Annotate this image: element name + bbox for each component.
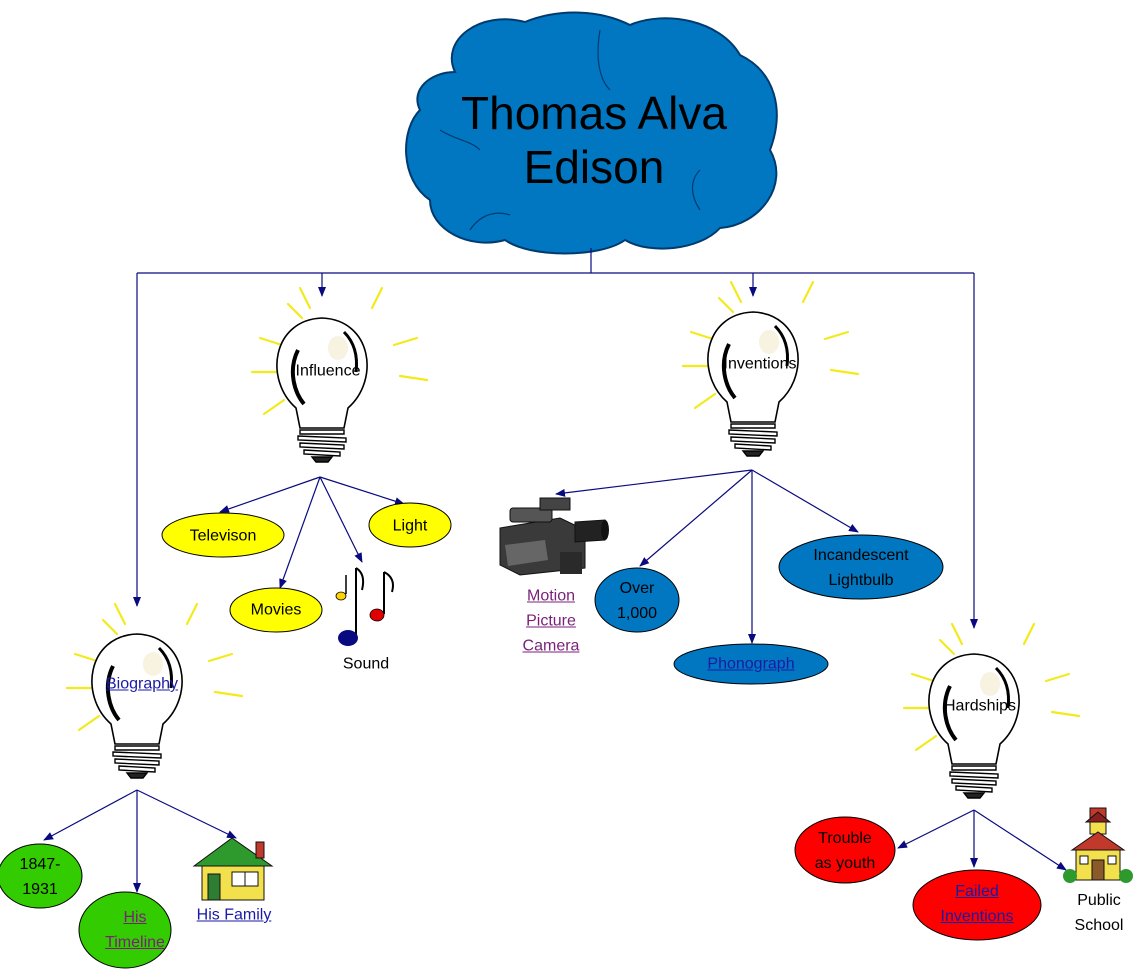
- years-node: [0, 843, 83, 909]
- over-1000-label: Over 1,000: [617, 576, 657, 626]
- hardships-connectors: [897, 809, 1067, 871]
- inventions-label: Inventions: [723, 355, 797, 373]
- biography-link[interactable]: Biography: [105, 675, 179, 693]
- phonograph-node[interactable]: [673, 643, 829, 685]
- failed-node[interactable]: [912, 869, 1042, 941]
- video-camera-icon: [499, 497, 609, 576]
- sound-label: Sound: [342, 655, 390, 673]
- incandescent-node: [778, 534, 944, 600]
- incandescent-line-1: Incandescent: [813, 547, 909, 564]
- timeline-node[interactable]: [78, 891, 172, 969]
- movies-node: [229, 587, 323, 633]
- years-line-2: 1931: [22, 881, 58, 898]
- trouble-node: [794, 816, 896, 884]
- title-line-1: Thomas Alva: [461, 87, 727, 139]
- over-1000-line-2: 1,000: [616, 605, 658, 622]
- movies-label: Movies: [250, 601, 302, 619]
- hardships-label: Hardships: [943, 697, 1017, 715]
- public-school-line-2: School: [1074, 917, 1124, 934]
- failed-inventions-line-1[interactable]: Failed: [955, 883, 999, 900]
- timeline-line-2[interactable]: Timeline: [105, 934, 165, 951]
- top-connectors: [133, 248, 978, 629]
- motion-picture-camera-line-2[interactable]: Picture: [526, 612, 576, 630]
- influence-label: Influence: [295, 362, 361, 380]
- his-family-link[interactable]: His Family: [196, 906, 272, 924]
- incandescent-label: Incandescent Lightbulb: [813, 543, 908, 593]
- biography-connectors: [43, 789, 237, 893]
- public-school-line-1: Public: [1077, 892, 1121, 909]
- trouble-label: Trouble as youth: [815, 826, 875, 876]
- television-label: Televison: [189, 527, 257, 545]
- school-icon: [1063, 807, 1133, 883]
- television-node: [161, 512, 285, 558]
- title-cloud: [405, 11, 778, 255]
- house-icon: [192, 837, 274, 901]
- over-1000-node: [594, 567, 680, 633]
- motion-picture-camera-link[interactable]: Motion Picture Camera: [523, 584, 580, 659]
- failed-inventions-link[interactable]: Failed Inventions: [941, 879, 1014, 929]
- title-line-2: Edison: [523, 141, 665, 193]
- trouble-line-1: Trouble: [818, 830, 872, 847]
- public-school-label: Public School: [1075, 888, 1124, 938]
- timeline-line-1[interactable]: His: [123, 909, 147, 926]
- years-line-1: 1847-: [19, 856, 61, 873]
- inventions-connectors: [555, 469, 859, 644]
- light-node: [368, 502, 452, 548]
- light-label: Light: [392, 517, 428, 535]
- influence-connectors: [219, 476, 405, 589]
- timeline-link[interactable]: His Timeline: [105, 905, 165, 955]
- phonograph-link[interactable]: Phonograph: [707, 655, 795, 673]
- music-notes-icon: [335, 567, 394, 646]
- over-1000-line-1: Over: [619, 580, 655, 597]
- incandescent-line-2: Lightbulb: [828, 572, 894, 589]
- failed-inventions-line-2[interactable]: Inventions: [940, 908, 1014, 925]
- motion-picture-camera-line-1[interactable]: Motion: [526, 587, 576, 605]
- trouble-line-2: as youth: [814, 855, 876, 872]
- diagram-title: Thomas Alva Edison: [461, 86, 727, 194]
- years-label: 1847- 1931: [20, 852, 61, 902]
- motion-picture-camera-line-3[interactable]: Camera: [522, 637, 580, 655]
